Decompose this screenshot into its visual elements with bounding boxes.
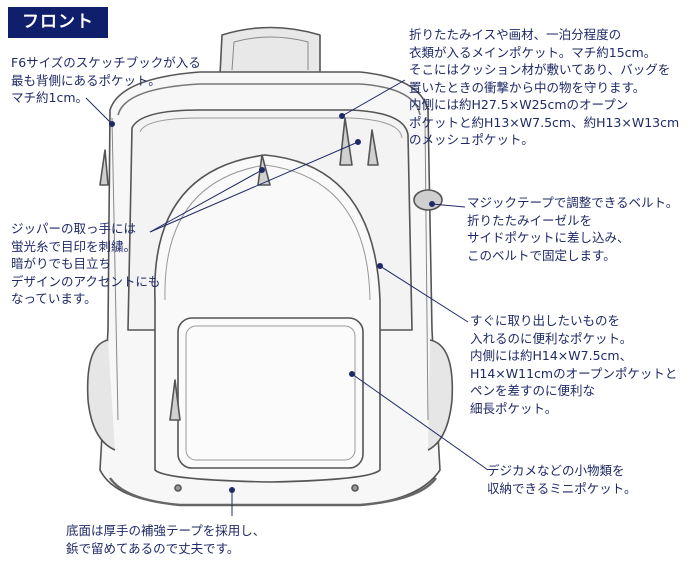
left-side-pocket — [86, 339, 116, 451]
zipper-pull-main-2 — [367, 129, 379, 166]
right-side-pocket — [427, 339, 454, 451]
bottom-reinforcement — [109, 477, 437, 507]
zipper-pull-note: ジッパーの取っ手には 蛍光糸で目印を刺繍。 暗がりでも目立ち デザインのアクセン… — [11, 221, 161, 306]
velcro-belt-note: マジックテープで調整できるベルト。 折りたたみイーゼルを サイドポケットに差し込… — [467, 195, 679, 263]
mini-pocket-note: デジカメなどの小物類を 収納できるミニポケット。 — [487, 463, 637, 496]
zipper-pull-main — [339, 117, 353, 166]
top-handle — [219, 26, 321, 76]
front-view-badge: フロント — [8, 7, 108, 38]
main-pocket-note: 折りたたみイスや画材、一泊分程度の 衣類が入るメインポケット。マチ約15cm。 … — [409, 27, 680, 147]
mini-pocket-outline — [177, 317, 364, 469]
bottom-note: 底面は厚手の補強テープを採用し、 鋲で留めてあるので丈夫です。 — [66, 523, 266, 556]
velcro-belt — [413, 189, 443, 211]
zipper-pull-left — [99, 149, 109, 186]
quick-pocket-note: すぐに取り出したいものを 入れるのに便利なポケット。 内側には約H14×W7.5… — [470, 313, 678, 416]
sketch-pocket-note: F6サイズのスケッチブックが入る 最も背側にあるポケット。 マチ約1cm。 — [11, 55, 201, 105]
